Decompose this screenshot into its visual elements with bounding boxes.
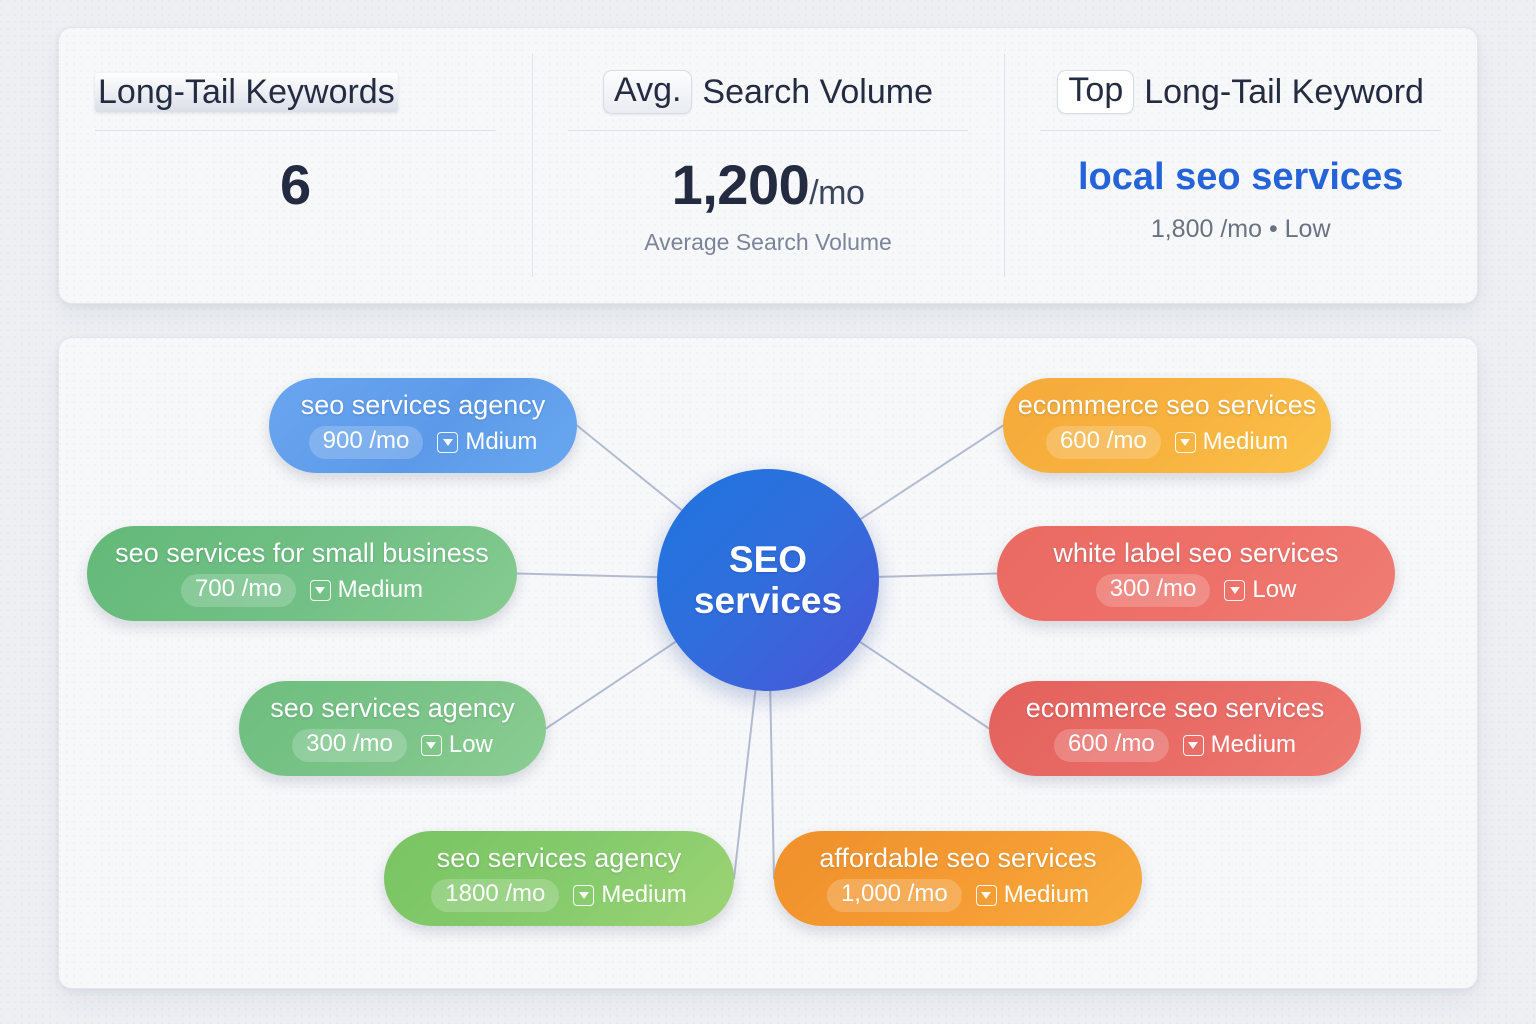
- node-competition: Medium: [1174, 428, 1289, 456]
- mindmap-node-n2[interactable]: seo services for small business 700 /mo Me…: [87, 526, 517, 621]
- node-keyword-label: white label seo services: [1053, 538, 1339, 568]
- mindmap-node-n8[interactable]: ecommerce seo services 600 /mo Medium: [989, 681, 1361, 776]
- node-meta: 300 /mo Low: [292, 729, 493, 762]
- node-competition: Medium: [1182, 731, 1297, 759]
- competition-icon: [1182, 734, 1204, 756]
- mindmap-node-n7[interactable]: white label seo services 300 /mo Low: [997, 526, 1395, 621]
- stat-value-top-keyword[interactable]: local seo services: [1078, 156, 1404, 198]
- mindmap-hub-node[interactable]: SEO services: [657, 469, 879, 691]
- mindmap-edges: [516, 424, 1004, 880]
- node-competition-label: Medium: [1003, 881, 1090, 909]
- node-meta: 600 /mo Medium: [1053, 729, 1297, 762]
- node-meta: 300 /mo Low: [1095, 574, 1297, 607]
- mindmap-node-n4[interactable]: seo services agency 1800 /mo Medium: [384, 831, 734, 926]
- mindmap-node-n6[interactable]: ecommerce seo services 600 /mo Medium: [1003, 378, 1331, 473]
- competition-icon: [1174, 431, 1196, 453]
- stat-unit-per-month: /mo: [809, 174, 865, 212]
- stat-header: Top Long-Tail Keyword: [1040, 68, 1441, 116]
- stat-badge-avg: Avg.: [603, 70, 693, 114]
- node-volume-badge: 1,000 /mo: [826, 879, 962, 912]
- node-competition-label: Low: [1252, 576, 1297, 604]
- stat-value-avg-volume: 1,200: [671, 153, 810, 216]
- competition-icon: [309, 579, 331, 601]
- node-competition: Mdium: [437, 428, 538, 456]
- node-meta: 700 /mo Medium: [180, 574, 424, 607]
- stat-header: Avg. Search Volume: [568, 68, 969, 116]
- node-competition: Medium: [975, 881, 1090, 909]
- stat-value-keyword-count: 6: [280, 153, 311, 216]
- stat-caption-top-keyword: 1,800 /mo • Low: [1150, 214, 1331, 243]
- stat-long-tail-keywords: Long-Tail Keywords 6: [59, 28, 532, 303]
- node-keyword-label: ecommerce seo services: [1017, 390, 1317, 420]
- mindmap-edge-n7: [877, 572, 998, 578]
- node-keyword-label: seo services agency: [270, 693, 515, 723]
- node-meta: 600 /mo Medium: [1045, 426, 1289, 459]
- mindmap-edge-n4: [733, 689, 757, 880]
- node-volume-badge: 600 /mo: [1045, 426, 1161, 459]
- node-competition-label: Mdium: [465, 428, 538, 456]
- stat-divider: [567, 130, 969, 131]
- stat-top-long-tail-keyword: Top Long-Tail Keyword local seo services…: [1004, 28, 1477, 303]
- node-competition-label: Low: [448, 731, 493, 759]
- mindmap-edge-n3: [545, 640, 677, 730]
- node-competition: Low: [420, 731, 493, 759]
- stat-avg-search-volume: Avg. Search Volume 1,200/mo Average Sear…: [531, 28, 1005, 303]
- node-keyword-label: seo services for small business: [115, 538, 489, 568]
- node-competition-label: Medium: [601, 881, 687, 909]
- hub-line-2: services: [693, 580, 843, 621]
- mindmap-edge-n2: [516, 572, 659, 579]
- node-volume-badge: 900 /mo: [308, 426, 424, 459]
- node-volume-badge: 1800 /mo: [431, 879, 560, 912]
- node-volume-badge: 600 /mo: [1053, 729, 1169, 762]
- mindmap-node-n5[interactable]: affordable seo services 1,000 /mo Medium: [774, 831, 1142, 926]
- stat-badge-long-tail-keywords: Long-Tail Keywords: [95, 72, 398, 112]
- stat-divider: [95, 130, 496, 131]
- node-meta: 1800 /mo Medium: [431, 879, 687, 912]
- stat-value-avg-volume-wrap: 1,200/mo: [568, 157, 969, 213]
- node-competition: Medium: [309, 576, 424, 604]
- mindmap-edge-n8: [859, 640, 990, 730]
- mindmap-edge-n6: [859, 424, 1004, 521]
- node-volume-badge: 700 /mo: [180, 574, 296, 607]
- competition-icon: [1224, 579, 1246, 601]
- node-keyword-label: affordable seo services: [819, 843, 1097, 873]
- node-meta: 1,000 /mo Medium: [826, 879, 1090, 912]
- node-volume-badge: 300 /mo: [1095, 574, 1211, 607]
- node-competition-label: Medium: [1210, 731, 1297, 759]
- stat-header: Long-Tail Keywords: [95, 68, 496, 116]
- node-competition-label: Medium: [1202, 428, 1289, 456]
- competition-icon: [420, 734, 442, 756]
- stat-title-long-tail-keyword: Long-Tail Keyword: [1144, 72, 1424, 111]
- node-volume-badge: 300 /mo: [292, 729, 407, 762]
- competition-icon: [975, 884, 997, 906]
- stat-divider: [1040, 130, 1442, 131]
- node-meta: 900 /mo Mdium: [308, 426, 538, 459]
- node-competition: Medium: [573, 881, 687, 909]
- stat-badge-top: Top: [1057, 70, 1135, 114]
- node-competition: Low: [1224, 576, 1297, 604]
- node-keyword-label: seo services agency: [300, 390, 546, 420]
- mindmap-node-n1[interactable]: seo services agency 900 /mo Mdium: [269, 378, 577, 473]
- stat-title-search-volume: Search Volume: [702, 72, 934, 111]
- stat-caption-avg-volume: Average Search Volume: [644, 229, 892, 255]
- node-keyword-label: seo services agency: [436, 843, 682, 873]
- hub-line-1: SEO: [728, 538, 808, 580]
- mindmap-edge-n1: [576, 424, 683, 512]
- summary-stats-card: Long-Tail Keywords 6 Avg. Search Volume …: [58, 27, 1478, 304]
- mindmap-node-n3[interactable]: seo services agency 300 /mo Low: [239, 681, 546, 776]
- competition-icon: [437, 431, 459, 453]
- node-keyword-label: ecommerce seo services: [1025, 693, 1325, 723]
- mindmap-edge-n5: [769, 689, 775, 880]
- competition-icon: [573, 884, 595, 906]
- node-competition-label: Medium: [337, 576, 424, 604]
